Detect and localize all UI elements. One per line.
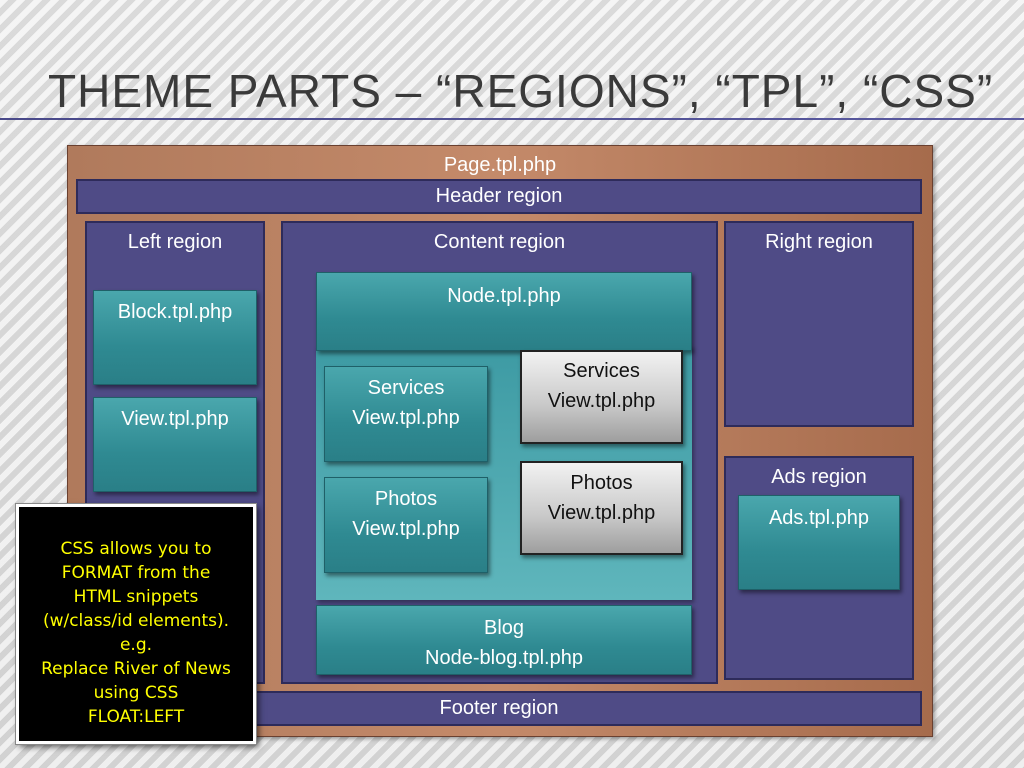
photos-view-gray-line1: Photos	[570, 472, 633, 494]
left-region-label: Left region	[127, 231, 223, 253]
note-line: FORMAT from the	[61, 563, 211, 583]
footer-region-label: Footer region	[439, 697, 559, 719]
content-region-label: Content region	[433, 231, 566, 253]
blog-node-box: Blog Node-blog.tpl.php	[316, 605, 692, 675]
note-line: (w/class/id elements).	[42, 611, 230, 631]
block-tpl-box: Block.tpl.php	[93, 290, 257, 385]
block-tpl-label: Block.tpl.php	[117, 301, 233, 323]
header-region-label: Header region	[435, 185, 563, 207]
note-line: HTML snippets	[73, 587, 199, 607]
slide-title: THEME PARTS – “REGIONS”, “TPL”, “CSS”	[48, 65, 994, 117]
header-region: Header region	[76, 179, 922, 214]
ads-region-label: Ads region	[771, 466, 867, 488]
ads-tpl-box: Ads.tpl.php	[738, 495, 900, 590]
services-view-gray-line1: Services	[563, 360, 640, 382]
blog-line1: Blog	[483, 617, 525, 639]
note-line: FLOAT:LEFT	[87, 707, 185, 727]
photos-view-teal-line1: Photos	[374, 488, 438, 510]
note-line: e.g.	[119, 635, 153, 655]
node-tpl-label: Node.tpl.php	[447, 285, 561, 307]
right-region: Right region	[724, 221, 914, 427]
services-view-gray-line2: View.tpl.php	[547, 390, 656, 412]
services-view-teal-line1: Services	[367, 377, 445, 399]
blog-line2: Node-blog.tpl.php	[425, 647, 583, 669]
view-tpl-label: View.tpl.php	[121, 408, 229, 430]
services-view-teal-box: Services View.tpl.php	[324, 366, 488, 462]
css-note-callout: CSS allows you to FORMAT from the HTML s…	[15, 503, 257, 745]
title-underline	[0, 118, 1024, 120]
services-view-gray-box: Services View.tpl.php	[520, 350, 683, 444]
note-line: Replace River of News	[41, 659, 231, 679]
photos-view-gray-box: Photos View.tpl.php	[520, 461, 683, 555]
photos-view-teal-line2: View.tpl.php	[352, 518, 460, 540]
page-tpl-label: Page.tpl.php	[443, 154, 557, 176]
photos-view-teal-box: Photos View.tpl.php	[324, 477, 488, 573]
right-region-label: Right region	[765, 231, 873, 253]
note-line: using CSS	[93, 683, 179, 703]
ads-tpl-label: Ads.tpl.php	[768, 507, 870, 529]
view-tpl-box: View.tpl.php	[93, 397, 257, 492]
photos-view-gray-line2: View.tpl.php	[547, 502, 656, 524]
note-line: CSS allows you to	[60, 539, 212, 559]
node-tpl-box: Node.tpl.php	[316, 272, 692, 351]
services-view-teal-line2: View.tpl.php	[352, 407, 460, 429]
